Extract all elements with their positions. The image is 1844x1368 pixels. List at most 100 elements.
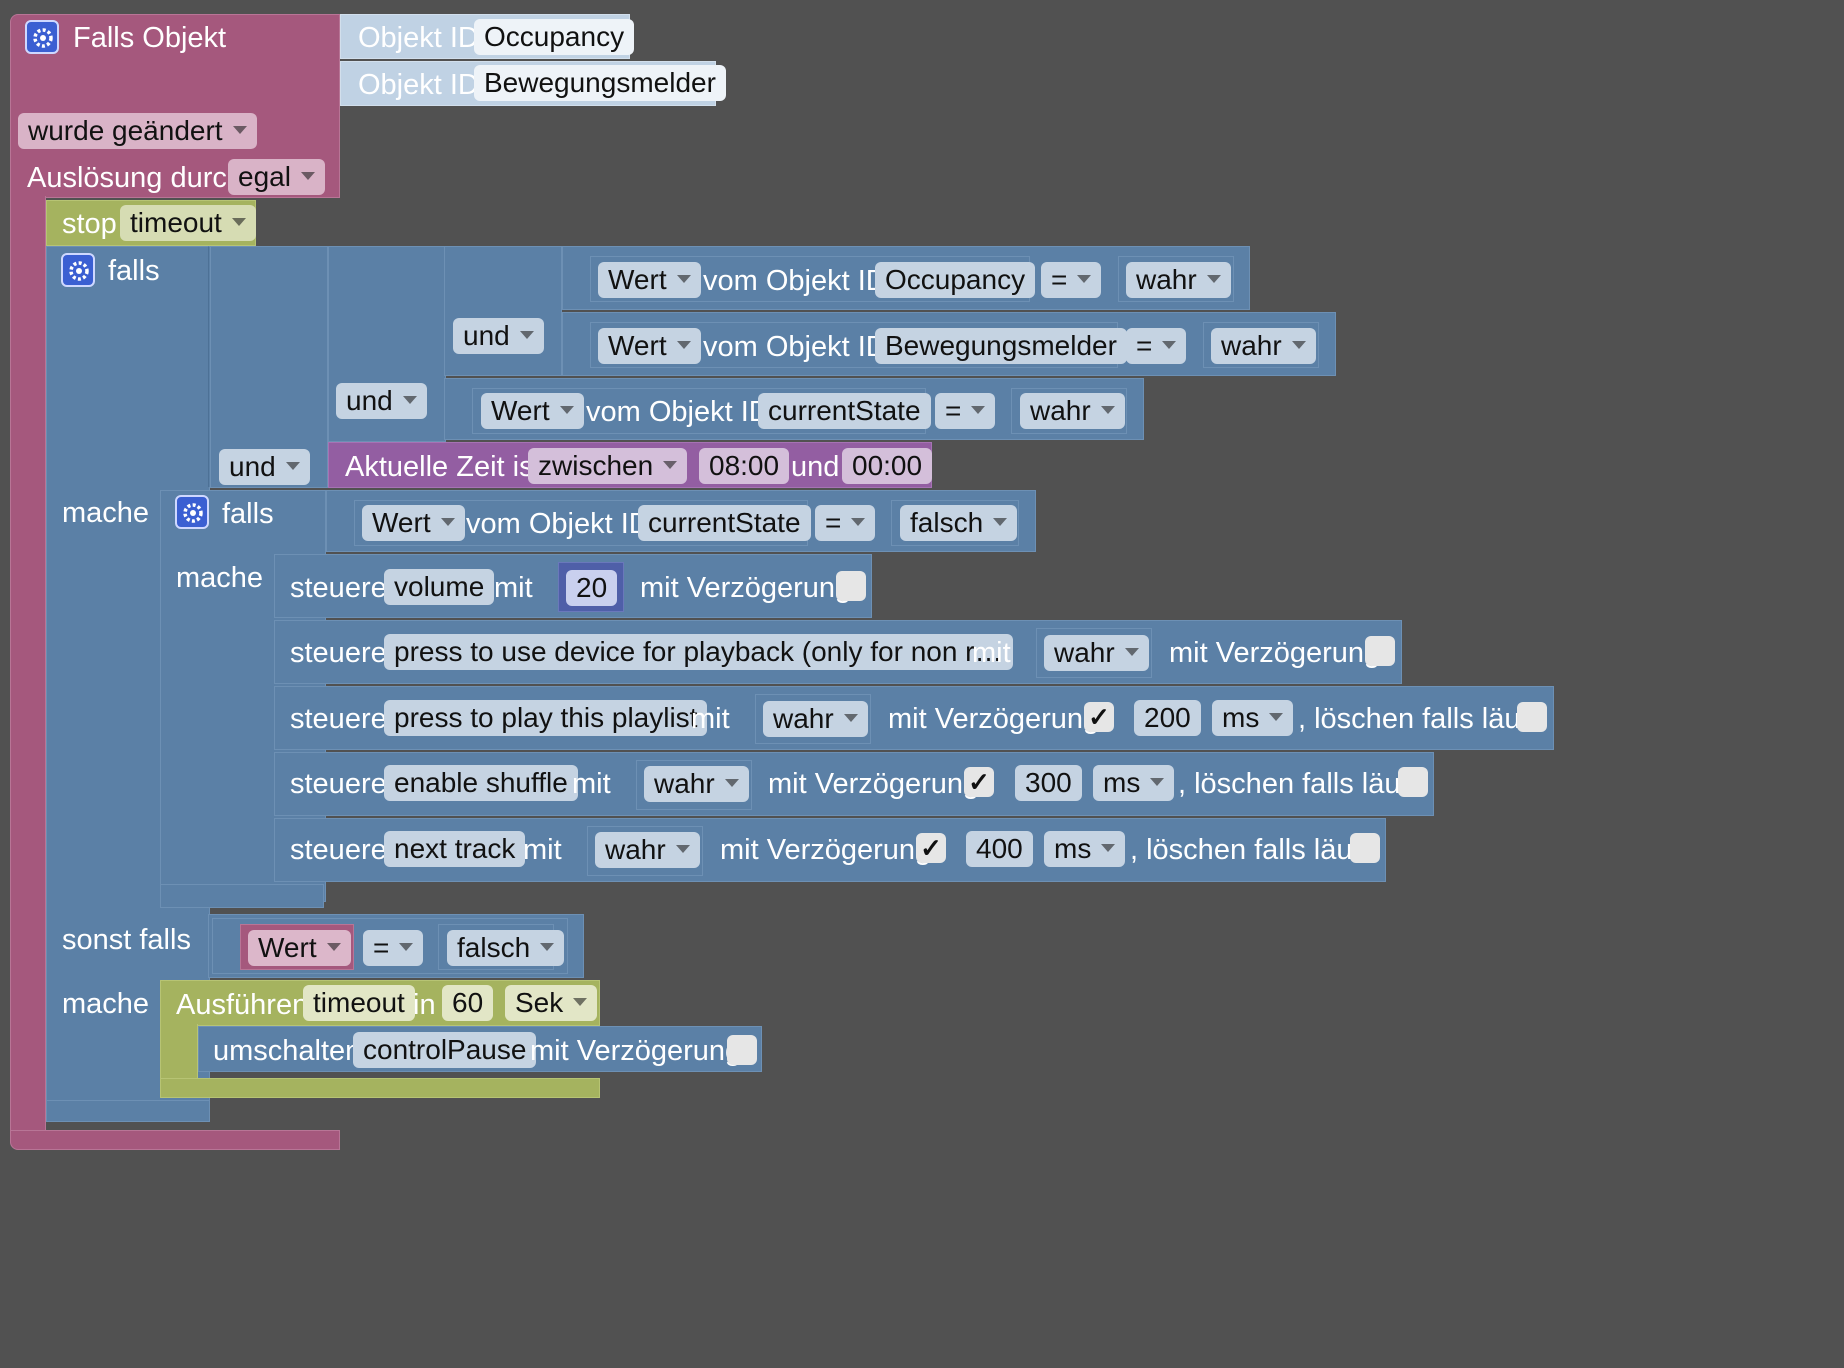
value-type-dropdown-4[interactable]: Wert: [362, 505, 465, 541]
control-mit-1: mit: [494, 572, 533, 604]
control-value-5[interactable]: wahr: [595, 832, 700, 868]
delay-checkbox-1[interactable]: [836, 571, 866, 601]
value-object-field-1[interactable]: Occupancy: [875, 262, 1036, 298]
timeout-label: Ausführen: [176, 989, 309, 1021]
settings-gear-icon[interactable]: [25, 20, 59, 54]
value-type-dropdown-2[interactable]: Wert: [598, 328, 701, 364]
control-mit-4: mit: [572, 768, 611, 800]
if2-mache-label: mache: [176, 562, 264, 594]
timeout-block-bottom: [160, 1078, 600, 1098]
toggle-delay-checkbox[interactable]: [727, 1035, 757, 1065]
trigger-block-bottom: [10, 1130, 340, 1150]
operator-dropdown-2[interactable]: =: [1126, 328, 1187, 364]
operator-dropdown-4[interactable]: =: [815, 505, 876, 541]
delay-checkbox-5[interactable]: ✓: [916, 833, 946, 863]
object-id-field-1[interactable]: Occupancy: [474, 19, 635, 55]
value-object-field-2[interactable]: Bewegungsmelder: [875, 328, 1127, 364]
delay-value-4[interactable]: 300: [1015, 765, 1082, 801]
delay-checkbox-3[interactable]: ✓: [1084, 702, 1114, 732]
clear-label-4: , löschen falls läuft: [1178, 768, 1417, 800]
control-target-5[interactable]: next track: [384, 831, 526, 867]
control-target-1[interactable]: volume: [384, 569, 495, 605]
timeout-block-spine: [160, 1024, 198, 1080]
value-from-label-2: vom Objekt ID: [703, 331, 887, 363]
trigger-by-dropdown[interactable]: egal: [228, 159, 325, 195]
control-mit-2: mit: [972, 637, 1011, 669]
control-value-3[interactable]: wahr: [763, 701, 868, 737]
value-type-dropdown-1[interactable]: Wert: [598, 262, 701, 298]
bool-dropdown-4[interactable]: falsch: [900, 505, 1018, 541]
delay-value-5[interactable]: 400: [966, 831, 1033, 867]
control-delay-label-1: mit Verzögerung: [640, 572, 852, 604]
object-id-label-1: Objekt ID: [358, 22, 479, 54]
operator-dropdown-1[interactable]: =: [1041, 262, 1102, 298]
bool-dropdown-5[interactable]: falsch: [447, 930, 565, 966]
time-from-field[interactable]: 08:00: [699, 448, 790, 484]
clear-checkbox-3[interactable]: [1517, 702, 1547, 732]
toggle-target-field[interactable]: controlPause: [353, 1032, 537, 1068]
bool-dropdown-3[interactable]: wahr: [1020, 393, 1125, 429]
object-id-field-2[interactable]: Bewegungsmelder: [474, 65, 726, 101]
control-label-5: steuere: [290, 834, 387, 866]
control-label-1: steuere: [290, 572, 387, 604]
object-id-label-2: Objekt ID: [358, 69, 479, 101]
control-target-2[interactable]: press to use device for playback (only f…: [384, 634, 1013, 670]
control-target-3[interactable]: press to play this playlist: [384, 700, 708, 736]
control-delay-label-4: mit Verzögerung: [768, 768, 980, 800]
bool-dropdown-2[interactable]: wahr: [1211, 328, 1316, 364]
control-delay-label-2: mit Verzögerung: [1169, 637, 1381, 669]
control-label-4: steuere: [290, 768, 387, 800]
clear-label-5: , löschen falls läuft: [1130, 834, 1369, 866]
control-value-1[interactable]: 20: [566, 570, 618, 606]
value-type-dropdown-3[interactable]: Wert: [481, 393, 584, 429]
control-value-2[interactable]: wahr: [1044, 635, 1149, 671]
delay-unit-3[interactable]: ms: [1212, 700, 1294, 736]
value-var-dropdown[interactable]: Wert: [248, 930, 351, 966]
value-from-label-4: vom Objekt ID: [466, 508, 650, 540]
delay-unit-4[interactable]: ms: [1093, 765, 1175, 801]
toggle-label: umschalten: [213, 1035, 362, 1067]
clear-checkbox-5[interactable]: [1350, 833, 1380, 863]
time-to-field[interactable]: 00:00: [842, 448, 933, 484]
control-target-4[interactable]: enable shuffle: [384, 765, 578, 801]
time-mode-dropdown[interactable]: zwischen: [528, 448, 688, 484]
else-if-label: sonst falls: [62, 924, 191, 956]
if1-gear-icon[interactable]: [61, 253, 95, 287]
and-dropdown-middle[interactable]: und: [336, 383, 427, 419]
change-mode-dropdown[interactable]: wurde geändert: [18, 113, 257, 149]
and-block-outer[interactable]: [210, 246, 328, 488]
and-dropdown-outer[interactable]: und: [219, 449, 310, 485]
timeout-value-field[interactable]: 60: [442, 985, 494, 1021]
timeout-name-field[interactable]: timeout: [303, 985, 415, 1021]
clear-checkbox-4[interactable]: [1398, 767, 1428, 797]
control-mit-3: mit: [691, 703, 730, 735]
delay-unit-5[interactable]: ms: [1044, 831, 1126, 867]
timeout-unit-dropdown[interactable]: Sek: [505, 985, 598, 1021]
control-mit-5: mit: [523, 834, 562, 866]
trigger-by-label: Auslösung durch: [27, 162, 244, 194]
delay-checkbox-4[interactable]: ✓: [964, 767, 994, 797]
bool-dropdown-1[interactable]: wahr: [1126, 262, 1231, 298]
value-object-field-4[interactable]: currentState: [638, 505, 811, 541]
control-delay-label-5: mit Verzögerung: [720, 834, 932, 866]
delay-value-3[interactable]: 200: [1134, 700, 1201, 736]
and-dropdown-inner[interactable]: und: [453, 318, 544, 354]
delay-checkbox-2[interactable]: [1365, 636, 1395, 666]
toggle-delay-label: mit Verzögerung: [530, 1035, 742, 1067]
if1-mache-label: mache: [62, 497, 150, 529]
if-block-2-bottom: [160, 884, 324, 908]
value-from-label-3: vom Objekt ID: [586, 396, 770, 428]
time-label: Aktuelle Zeit ist: [345, 451, 542, 483]
control-label-3: steuere: [290, 703, 387, 735]
if2-gear-icon[interactable]: [175, 495, 209, 529]
operator-dropdown-5[interactable]: =: [363, 930, 424, 966]
value-object-field-3[interactable]: currentState: [758, 393, 931, 429]
operator-dropdown-3[interactable]: =: [935, 393, 996, 429]
trigger-block-spine: [10, 196, 46, 1134]
control-label-2: steuere: [290, 637, 387, 669]
control-value-4[interactable]: wahr: [644, 766, 749, 802]
stop-timeout-dropdown[interactable]: timeout: [120, 205, 256, 241]
and-block-inner[interactable]: [444, 246, 562, 376]
value-from-label-1: vom Objekt ID: [703, 265, 887, 297]
stop-label: stop: [62, 208, 117, 240]
